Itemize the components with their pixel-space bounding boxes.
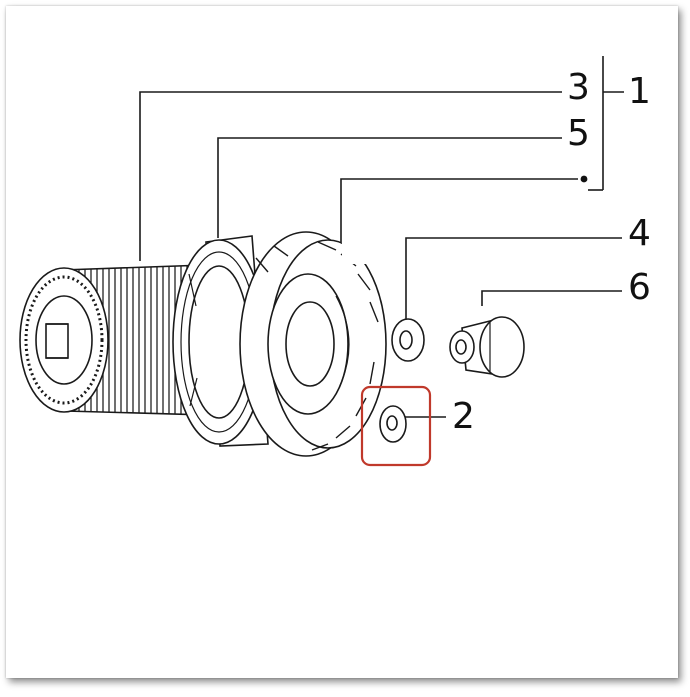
part-pulley-wheel (239, 231, 387, 457)
callout-4: 4 (628, 213, 651, 254)
part-2-highlight-box (360, 385, 432, 467)
leader-lines (139, 56, 624, 418)
part-6-nut (449, 316, 525, 378)
callout-1: 1 (628, 71, 651, 112)
callout-6: 6 (628, 267, 651, 308)
part-2-small-washer (379, 405, 407, 443)
exploded-parts-diagram (19, 56, 624, 467)
leader-3 (139, 91, 562, 261)
leader-6 (481, 290, 622, 306)
leader-dot (340, 178, 578, 242)
callout-3: 3 (567, 67, 590, 108)
leader-4 (405, 237, 622, 324)
part-4-washer (391, 318, 425, 362)
callout-5: 5 (567, 113, 590, 154)
leader-5 (217, 137, 562, 238)
leader-end-dot (580, 175, 588, 183)
diagram-sheet: 3 1 5 4 6 2 (6, 6, 678, 678)
callout-2: 2 (452, 396, 475, 437)
